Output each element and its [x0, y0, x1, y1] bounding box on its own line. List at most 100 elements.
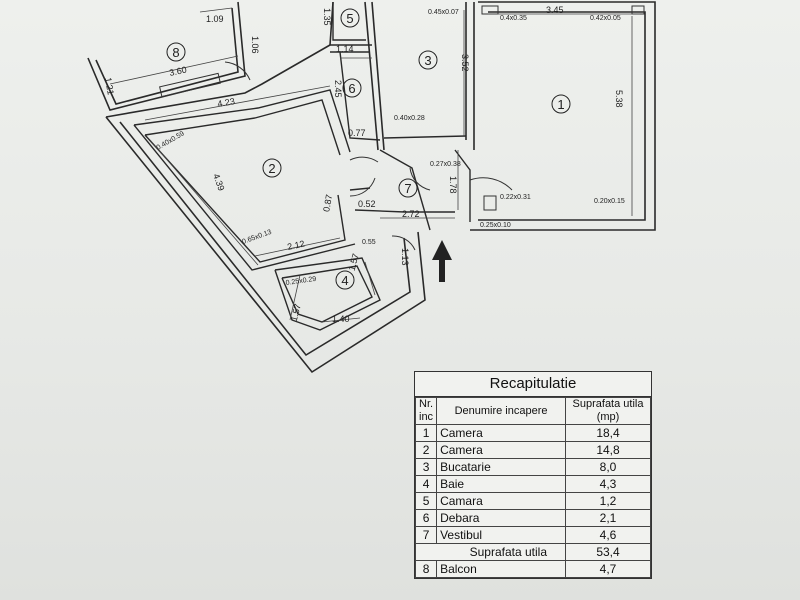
dim-hall-window: 0.27x0.38	[430, 161, 461, 168]
dim-room3-window: 0.45x0.07	[428, 9, 459, 16]
dim-room2-top: 4.23	[217, 96, 236, 109]
total-value: 53,4	[565, 543, 651, 561]
header-area: Suprafata utila (mp)	[565, 397, 651, 425]
interior-walls	[133, 2, 471, 331]
cell-nr: 3	[414, 458, 438, 476]
recap-table-panel: Recapitulatie Nr. inc Denumire incapere …	[414, 371, 652, 579]
recap-title: Recapitulatie	[415, 372, 651, 397]
cell-name: Bucatarie	[436, 458, 566, 476]
cell-area: 14,8	[565, 441, 651, 459]
dim-hall-width: 2.72	[402, 209, 420, 219]
recap-header-row: Nr. inc Denumire incapere Suprafata util…	[414, 397, 651, 425]
room-marker-7: 7	[398, 178, 418, 198]
dim-hall-side: 1.78	[448, 176, 458, 194]
room-marker-6: 6	[342, 78, 362, 98]
dim-balcony-top: 1.09	[206, 14, 224, 24]
cell-name: Camara	[436, 492, 566, 510]
cell-area: 18,4	[565, 424, 651, 442]
svg-text:1: 1	[557, 97, 564, 112]
cell-area: 8,0	[565, 458, 651, 476]
dim-room4-window: 0.25x0.29	[285, 276, 317, 287]
cell-area: 4,3	[565, 475, 651, 493]
cell-nr: 6	[414, 509, 438, 527]
room-marker-1: 1	[551, 94, 571, 114]
room-marker-8: 8	[166, 42, 186, 62]
dim-room1-side: 5.38	[614, 90, 624, 108]
cell-nr: 5	[414, 492, 438, 510]
door-swings	[224, 61, 513, 251]
cell-name: Balcon	[436, 560, 566, 578]
dim-room1-window-tr: 0.42x0.05	[590, 15, 621, 22]
svg-text:8: 8	[172, 45, 179, 60]
cell-area: 4,6	[565, 526, 651, 544]
dim-room2-window-bottom: 0.65x0.13	[241, 229, 272, 246]
cell-area: 4,7	[565, 560, 651, 578]
dim-hall-side-left: 0.87	[321, 194, 334, 213]
dim-room5-side: 1.35	[322, 8, 332, 26]
cell-name: Vestibul	[436, 526, 566, 544]
dim-hall-window-b: 0.55	[362, 239, 376, 246]
dim-room4-side-right: 1.57	[347, 252, 361, 272]
dim-room2-window-top: 0.40x0.59	[156, 130, 186, 151]
dimension-lines	[109, 7, 640, 323]
dim-room1-window-tl: 0.4x0.35	[500, 15, 527, 22]
dim-room6-top: 1.14	[336, 44, 354, 54]
cell-name: Debara	[436, 509, 566, 527]
room-marker-2: 2	[262, 158, 282, 178]
cell-nr: 2	[414, 441, 438, 459]
dim-hall-small: 0.52	[358, 199, 376, 209]
dim-hall-side-right: 1.13	[400, 248, 410, 266]
cell-nr: 4	[414, 475, 438, 493]
svg-text:2: 2	[268, 161, 275, 176]
dim-balcony-length: 3.60	[168, 65, 187, 78]
dim-room6-side: 2.45	[333, 80, 343, 98]
cell-nr: 1	[414, 424, 438, 442]
room-marker-4: 4	[335, 270, 355, 290]
dim-room1-top: 3.45	[546, 5, 564, 15]
total-label: Suprafata utila	[415, 543, 566, 561]
dim-balcony-side-right: 1.06	[250, 36, 260, 54]
dim-room4-side-left: 1.57	[289, 303, 303, 323]
dim-corridor-small: 0.77	[348, 128, 366, 138]
cell-name: Baie	[436, 475, 566, 493]
svg-text:5: 5	[346, 11, 353, 26]
dim-room2-bottom: 2.12	[286, 239, 305, 252]
dim-room4-bottom: 1.40	[332, 314, 350, 324]
dim-room1-window-bl: 0.22x0.31	[500, 194, 531, 201]
room-marker-5: 5	[340, 8, 360, 28]
entrance-arrow-icon	[432, 240, 452, 282]
cell-area: 2,1	[565, 509, 651, 527]
svg-text:4: 4	[341, 273, 348, 288]
header-nr: Nr. inc	[414, 397, 438, 425]
dim-door-window: 0.25x0.10	[480, 222, 511, 229]
svg-text:7: 7	[404, 181, 411, 196]
dim-balcony-side-left: 1.21	[103, 77, 116, 96]
cell-nr: 7	[414, 526, 438, 544]
window-markers	[159, 5, 645, 211]
dim-room2-left: 4.39	[211, 172, 226, 192]
cell-name: Camera	[436, 424, 566, 442]
svg-text:3: 3	[424, 53, 431, 68]
room-markers: 1 2 3 4 5 6 7 8	[166, 8, 571, 290]
dim-room3-side: 3.52	[460, 54, 470, 72]
room-marker-3: 3	[418, 50, 438, 70]
recap-table: Nr. inc Denumire incapere Suprafata util…	[414, 397, 651, 578]
cell-area: 1,2	[565, 492, 651, 510]
header-name: Denumire incapere	[436, 397, 566, 425]
dim-room1-window-br: 0.20x0.15	[594, 198, 625, 205]
cell-name: Camera	[436, 441, 566, 459]
cell-nr: 8	[414, 560, 438, 578]
svg-text:6: 6	[348, 81, 355, 96]
dim-corridor-window: 0.40x0.28	[394, 115, 425, 122]
